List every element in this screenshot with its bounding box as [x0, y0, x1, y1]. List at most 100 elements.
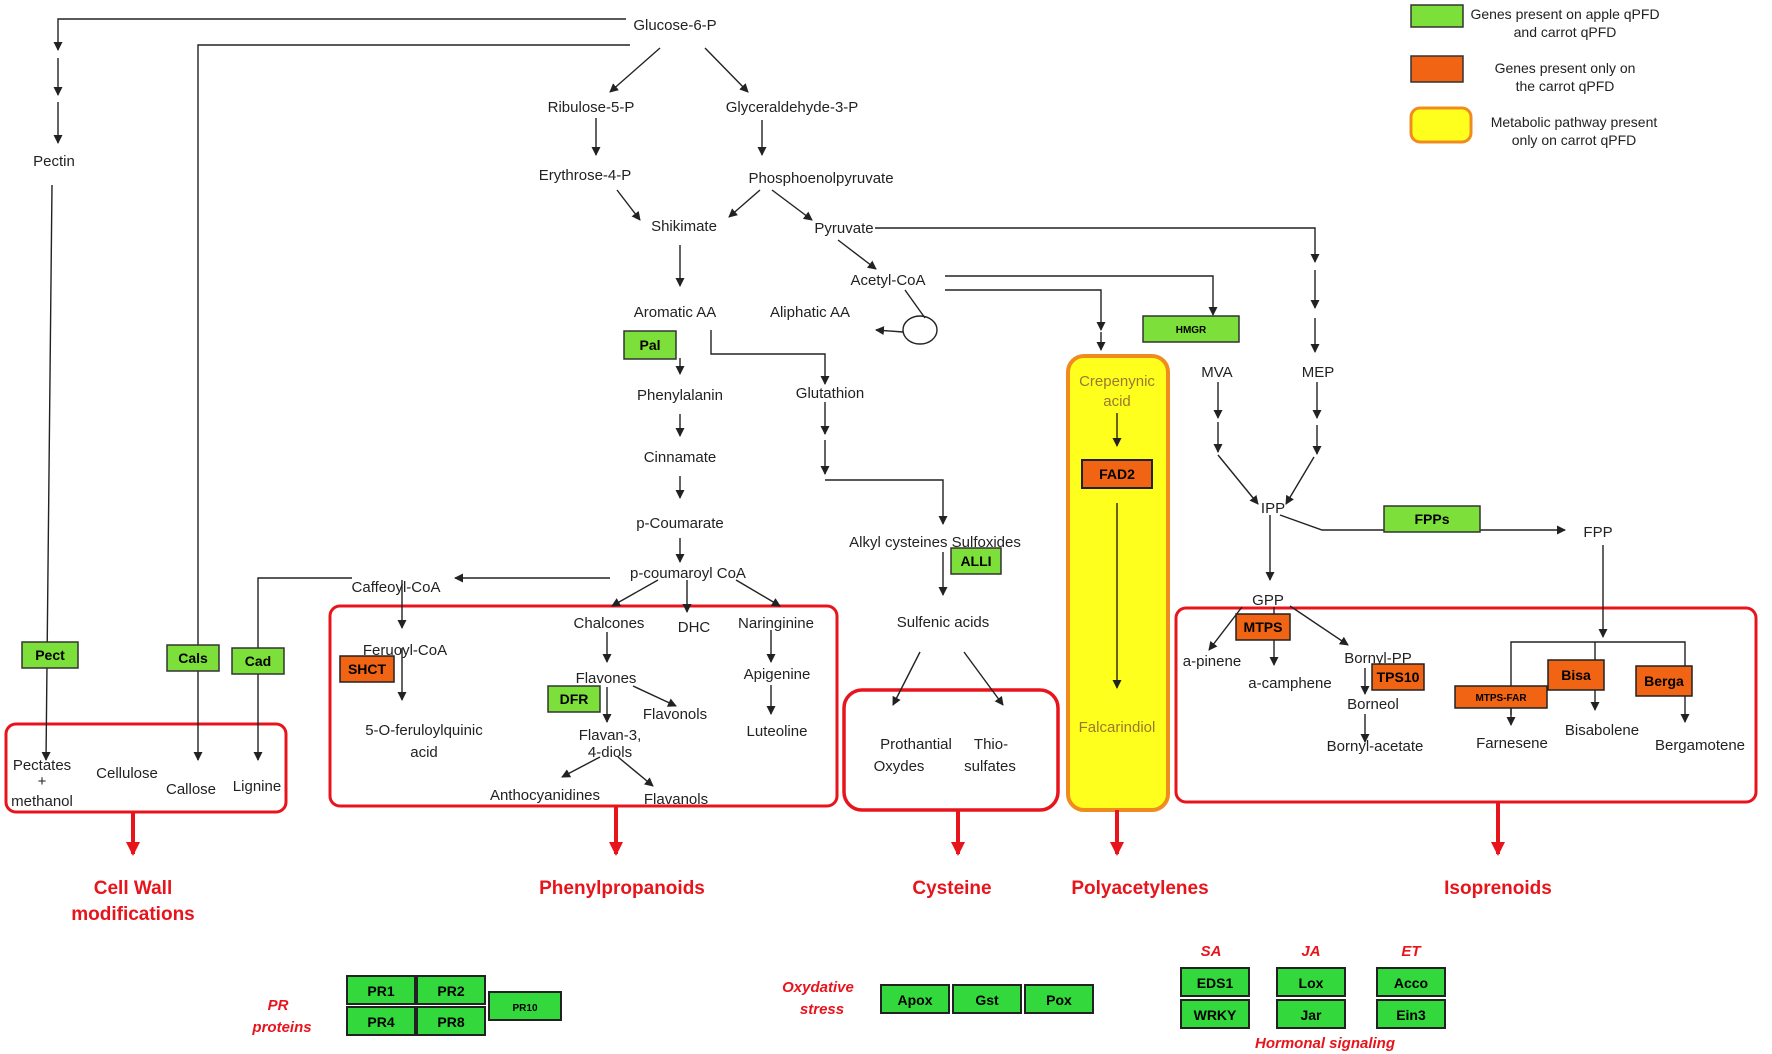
gene-cad-label: Cad — [245, 653, 271, 669]
node-callose: Callose — [166, 781, 216, 798]
gene-jar: Jar — [1276, 999, 1346, 1029]
gene-pr4-label: PR4 — [367, 1014, 394, 1030]
node-lignine: Lignine — [233, 778, 281, 795]
gene-boxes: Pal HMGR FAD2 FPPs ALLI Pect Cals Cad — [21, 315, 1693, 713]
node-glyceraldehyde-3-p: Glyceraldehyde-3-P — [726, 99, 859, 116]
gene-cad: Cad — [231, 647, 285, 675]
gene-fpps-label: FPPs — [1414, 511, 1449, 527]
gene-mtps-label: MTPS — [1244, 619, 1283, 635]
pr-proteins-label-line1: PR — [268, 997, 289, 1014]
gene-gst: Gst — [952, 984, 1022, 1014]
metabolite-labels: Glucose-6-P Ribulose-5-P Glyceraldehyde-… — [11, 17, 1745, 810]
node-sulfenic-acids: Sulfenic acids — [897, 614, 990, 631]
gene-gst-label: Gst — [975, 992, 999, 1008]
node-alkyl-cysteines-sulfoxides: Alkyl cysteines Sulfoxides — [849, 534, 1021, 551]
node-sulfates: sulfates — [964, 758, 1016, 775]
node-pectates-line1: Pectates — [13, 757, 71, 774]
gene-pox-label: Pox — [1046, 992, 1072, 1008]
node-cellulose: Cellulose — [96, 765, 158, 782]
node-ribulose-5-p: Ribulose-5-P — [548, 99, 635, 116]
node-chalcones: Chalcones — [574, 615, 645, 632]
hormone-sa-label: SA — [1201, 943, 1222, 960]
gene-dfr: DFR — [547, 685, 601, 713]
category-arrows — [126, 802, 1505, 856]
node-flavonols: Flavonols — [643, 706, 707, 723]
gene-lox: Lox — [1276, 967, 1346, 997]
legend-green-label-line2: and carrot qPFD — [1514, 24, 1617, 40]
node-flavanols: Flavanols — [644, 791, 708, 808]
node-p-coumarate: p-Coumarate — [636, 515, 724, 532]
hormonal-signaling-label: Hormonal signaling — [1255, 1035, 1395, 1052]
legend-yellow-label-line1: Metabolic pathway present — [1491, 114, 1658, 130]
pr-proteins-group: PR proteins PR1 PR2 PR4 PR8 PR10 — [251, 975, 562, 1036]
node-ipp: IPP — [1261, 500, 1285, 517]
node-pectates-line2: + — [38, 773, 47, 790]
node-apigenine: Apigenine — [744, 666, 811, 683]
node-aliphatic-aa: Aliphatic AA — [770, 304, 850, 321]
node-a-camphene: a-camphene — [1248, 675, 1331, 692]
gene-wrky-label: WRKY — [1194, 1007, 1237, 1023]
node-mva: MVA — [1201, 364, 1232, 381]
node-bornyl-acetate: Bornyl-acetate — [1327, 738, 1424, 755]
node-dhc: DHC — [678, 619, 711, 636]
hormone-et-label: ET — [1401, 943, 1422, 960]
node-flavan-line2: 4-diols — [588, 744, 632, 761]
legend: Genes present on apple qPFD and carrot q… — [1409, 4, 1660, 148]
node-fpp: FPP — [1583, 524, 1612, 541]
gene-bisa: Bisa — [1547, 659, 1605, 691]
node-bergamotene: Bergamotene — [1655, 737, 1745, 754]
gene-ein3-label: Ein3 — [1396, 1007, 1426, 1023]
gene-mtps-far-label: MTPS-FAR — [1475, 693, 1527, 704]
hormonal-signaling-group: SA JA ET EDS1 WRKY Lox Jar Acco Ein3 Hor… — [1180, 943, 1446, 1052]
node-farnesene: Farnesene — [1476, 735, 1548, 752]
gene-eds1-label: EDS1 — [1197, 975, 1234, 991]
gene-pal: Pal — [623, 330, 677, 360]
node-pectates-line3: methanol — [11, 793, 73, 810]
category-cellwall-line1: Cell Wall — [94, 878, 172, 899]
gene-bisa-label: Bisa — [1561, 667, 1591, 683]
gene-pr10: PR10 — [488, 991, 562, 1021]
legend-orange-label-line2: the carrot qPFD — [1516, 78, 1615, 94]
node-bornyl-pp: Bornyl-PP — [1344, 650, 1412, 667]
gene-eds1: EDS1 — [1180, 967, 1250, 997]
polyacetylenes-box — [1066, 354, 1170, 812]
category-polyacetylenes: Polyacetylenes — [1071, 878, 1208, 899]
node-acetyl-coa: Acetyl-CoA — [850, 272, 925, 289]
gene-dfr-label: DFR — [560, 691, 589, 707]
phenylpropanoids-box — [328, 604, 839, 808]
gene-jar-label: Jar — [1300, 1007, 1322, 1023]
legend-green-swatch — [1410, 4, 1464, 28]
gene-fad2: FAD2 — [1081, 459, 1153, 489]
node-flavones: Flavones — [576, 670, 637, 687]
gene-pr8-label: PR8 — [437, 1014, 464, 1030]
gene-pr4: PR4 — [346, 1006, 416, 1036]
pathway-arrows — [41, 18, 1690, 787]
node-shikimate: Shikimate — [651, 218, 717, 235]
node-phosphoenolpyruvate: Phosphoenolpyruvate — [748, 170, 893, 187]
node-oxydes: Oxydes — [874, 758, 925, 775]
node-p-coumaroyl-coa: p-coumaroyl CoA — [630, 565, 746, 582]
gene-apox-label: Apox — [898, 992, 933, 1008]
gene-pr1: PR1 — [346, 975, 416, 1005]
node-crepenynic-acid-line2: acid — [1103, 393, 1131, 410]
node-crepenynic-acid-line1: Crepenynic — [1079, 373, 1155, 390]
gene-ein3: Ein3 — [1376, 999, 1446, 1029]
node-pyruvate: Pyruvate — [814, 220, 873, 237]
gene-tps10-label: TPS10 — [1377, 669, 1420, 685]
oxydative-stress-group: Oxydative stress Apox Gst Pox — [782, 979, 1094, 1018]
node-pectin: Pectin — [33, 153, 75, 170]
category-labels: Cell Wall modifications Phenylpropanoids… — [71, 878, 1552, 925]
category-isoprenoids: Isoprenoids — [1444, 878, 1552, 899]
gene-hmgr-label: HMGR — [1176, 325, 1207, 336]
node-borneol: Borneol — [1347, 696, 1399, 713]
gene-fpps: FPPs — [1383, 505, 1481, 533]
gene-acco: Acco — [1376, 967, 1446, 997]
gene-shct-label: SHCT — [348, 661, 387, 677]
node-falcarindiol: Falcarindiol — [1079, 719, 1156, 736]
gene-pr10-label: PR10 — [512, 1003, 537, 1014]
gene-pect: Pect — [21, 641, 79, 669]
cellwall-box — [4, 722, 288, 814]
gene-pr2-label: PR2 — [437, 983, 464, 999]
legend-green-label-line1: Genes present on apple qPFD — [1470, 6, 1659, 22]
